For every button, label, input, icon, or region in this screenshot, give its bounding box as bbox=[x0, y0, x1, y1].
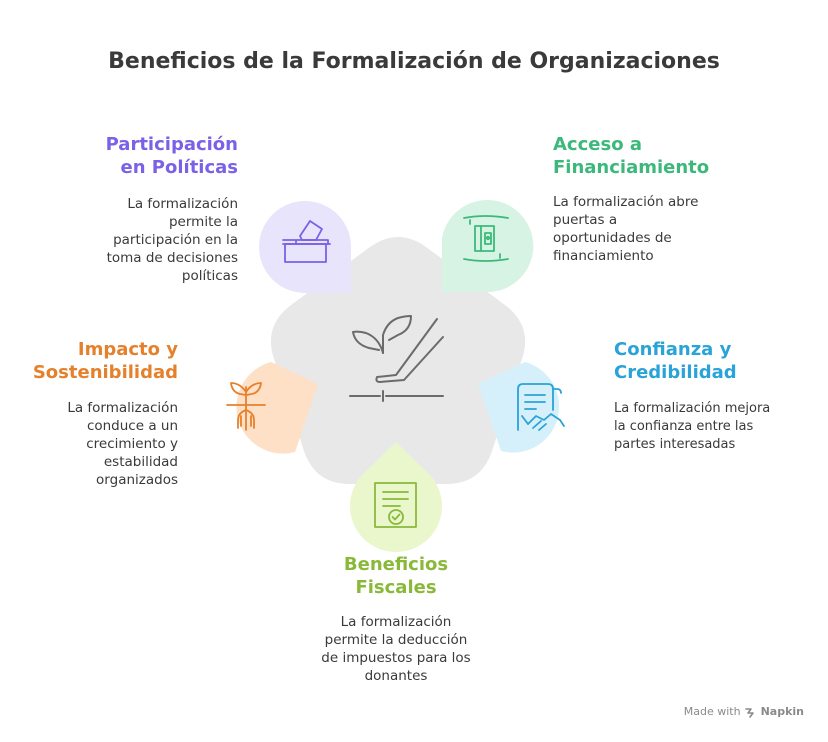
impacto-description: La formalización conduce a un crecimient… bbox=[10, 399, 178, 489]
participacion-heading-line2: en Políticas bbox=[120, 157, 239, 178]
beneficios-desc-line2: permite la deducción bbox=[324, 632, 468, 648]
ballot-box-icon bbox=[282, 220, 331, 263]
participacion-bubble bbox=[259, 201, 352, 294]
sprout-roots-icon bbox=[226, 382, 266, 431]
beneficios-desc-line3: de impuestos para los bbox=[321, 650, 471, 666]
page-title: Beneficios de la Formalización de Organi… bbox=[108, 49, 720, 74]
beneficios-heading-line1: Beneficios bbox=[343, 554, 449, 575]
confianza-heading-line1: Confianza y bbox=[614, 339, 732, 360]
beneficios-desc-line1: La formalización bbox=[340, 614, 452, 630]
confianza-desc-line2: la confianza entre las bbox=[614, 419, 754, 434]
impacto-bubble bbox=[236, 362, 318, 454]
confianza-heading-line2: Credibilidad bbox=[614, 362, 737, 383]
acceso-heading-line1: Acceso a bbox=[553, 134, 642, 155]
footer-made-with: Made with bbox=[683, 705, 741, 718]
center-pentagon bbox=[270, 237, 526, 484]
participacion-description: La formalización permite la participació… bbox=[60, 195, 238, 285]
participacion-desc-line1: La formalización bbox=[127, 196, 238, 212]
beneficios-description: La formalización permite la deducción de… bbox=[286, 613, 506, 685]
contract-handshake-icon bbox=[517, 383, 565, 431]
participacion-heading-line1: Participación bbox=[105, 134, 238, 155]
impacto-heading-line1: Impacto y bbox=[77, 339, 178, 360]
participacion-desc-line2: permite la bbox=[168, 214, 238, 230]
beneficios-heading-line2: Fiscales bbox=[355, 577, 437, 598]
acceso-heading: Acceso a Financiamiento bbox=[553, 133, 773, 179]
beneficios-desc-line4: donantes bbox=[364, 668, 428, 684]
wallet-icon bbox=[463, 215, 509, 262]
beneficios-heading: Beneficios Fiscales bbox=[296, 553, 496, 599]
participacion-desc-line3: participación en la bbox=[113, 232, 238, 248]
impacto-desc-line1: La formalización bbox=[67, 400, 178, 416]
acceso-heading-line2: Financiamiento bbox=[553, 157, 710, 178]
beneficios-bubble bbox=[350, 442, 442, 553]
impacto-desc-line3: crecimiento y bbox=[86, 436, 178, 452]
participacion-desc-line5: políticas bbox=[181, 268, 238, 284]
acceso-desc-line4: financiamiento bbox=[553, 248, 654, 264]
certificate-icon bbox=[374, 482, 417, 528]
participacion-desc-line4: toma de decisiones bbox=[106, 250, 238, 266]
footer[interactable]: Made with Napkin bbox=[684, 705, 804, 718]
confianza-description: La formalización mejora la confianza ent… bbox=[614, 400, 819, 454]
confianza-desc-line1: La formalización mejora bbox=[614, 401, 771, 416]
impacto-desc-line5: organizados bbox=[96, 472, 178, 488]
impacto-heading: Impacto y Sostenibilidad bbox=[10, 338, 178, 384]
impacto-desc-line2: conduce a un bbox=[86, 418, 178, 434]
acceso-desc-line2: puertas a bbox=[553, 212, 618, 228]
acceso-description: La formalización abre puertas a oportuni… bbox=[553, 193, 773, 265]
napkin-logo-icon bbox=[744, 707, 754, 718]
confianza-desc-line3: partes interesadas bbox=[614, 437, 736, 452]
confianza-heading: Confianza y Credibilidad bbox=[614, 338, 814, 384]
acceso-bubble bbox=[442, 200, 534, 293]
hand-plant-icon bbox=[349, 315, 444, 402]
acceso-desc-line1: La formalización abre bbox=[553, 194, 699, 210]
acceso-desc-line3: oportunidades de bbox=[553, 230, 672, 246]
impacto-desc-line4: estabilidad bbox=[103, 454, 178, 470]
participacion-heading: Participación en Políticas bbox=[60, 133, 238, 179]
impacto-heading-line2: Sostenibilidad bbox=[32, 362, 178, 383]
footer-brand: Napkin bbox=[760, 705, 804, 718]
